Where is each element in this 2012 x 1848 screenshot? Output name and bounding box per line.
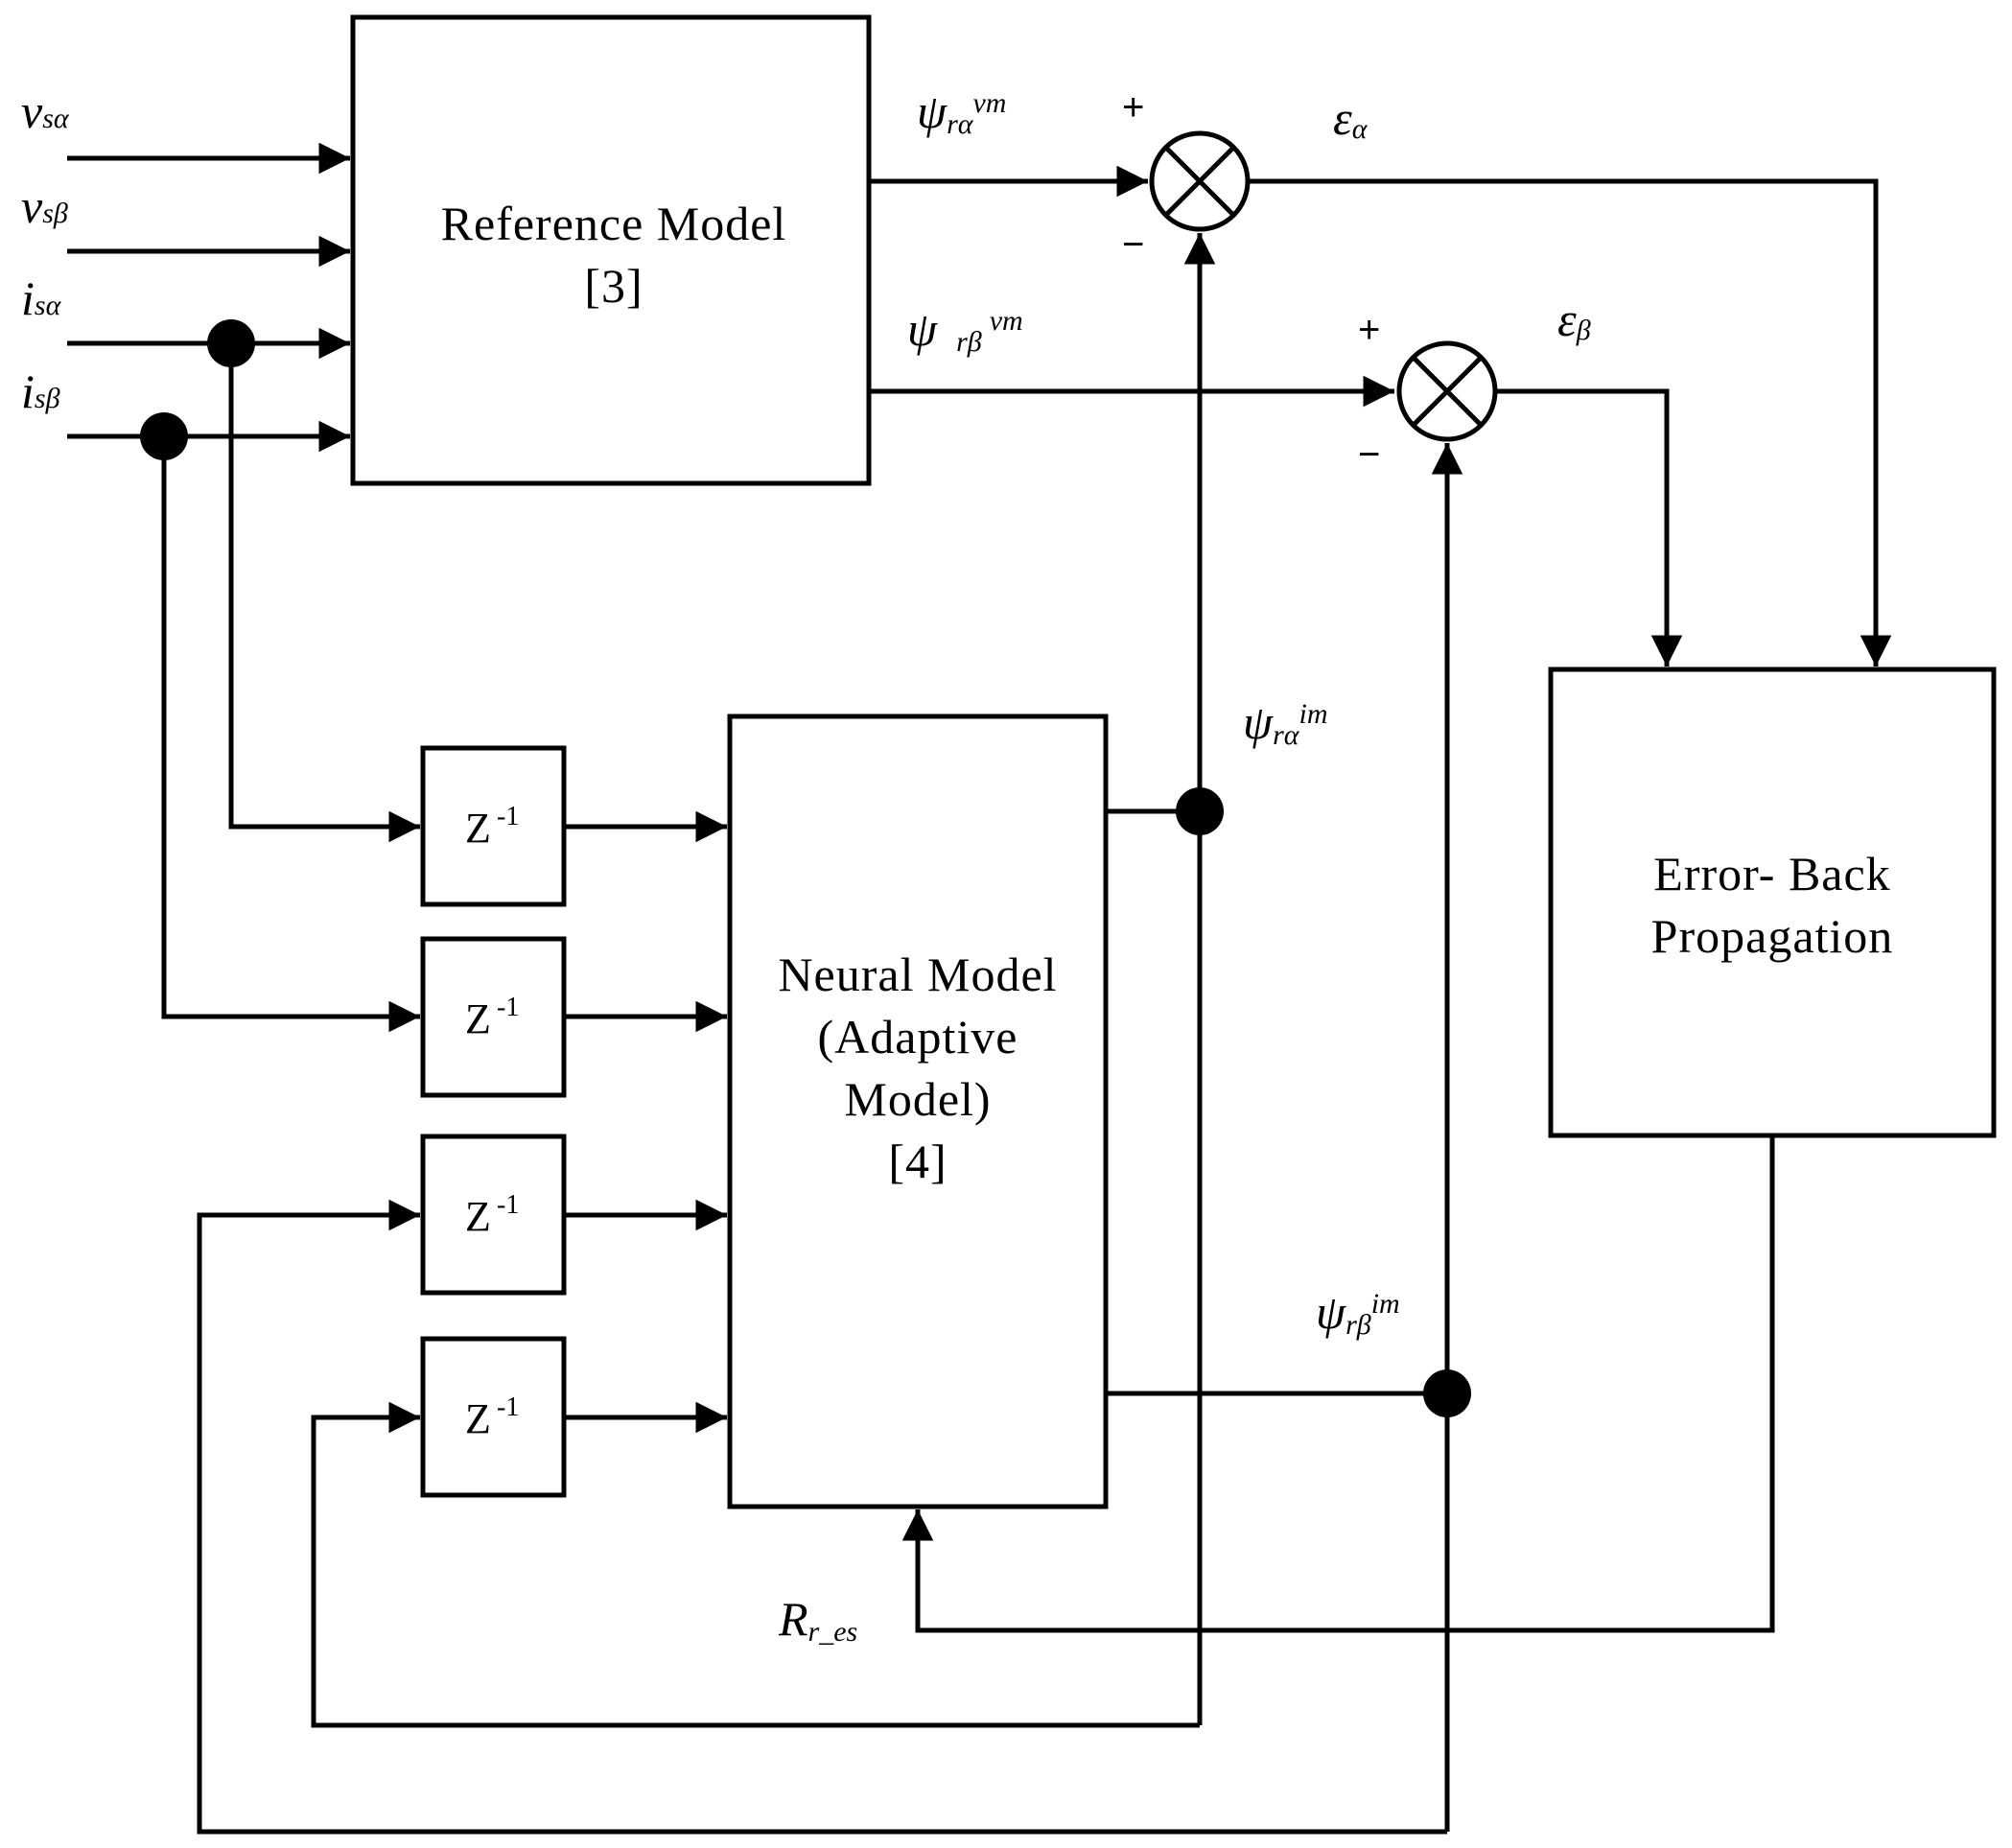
neural-model-ref: [4] [888, 1135, 947, 1188]
summing-junction-beta [1396, 340, 1498, 442]
neural-model-block [727, 713, 1109, 1509]
label-eps-alpha: εα [1333, 91, 1369, 145]
label-psi-r-alpha-im: ψrαim [1243, 695, 1327, 751]
ebp-line2: Propagation [1651, 909, 1894, 963]
junction-dot-psi-r-alpha-im [1176, 787, 1224, 835]
delay-3-base: Z [465, 1193, 491, 1240]
neural-model-line1: Neural Model [778, 947, 1057, 1001]
sum-alpha-minus: − [1122, 223, 1144, 266]
eps-beta-wire [1497, 388, 1683, 667]
label-r-r-es: Rr_es [778, 1592, 857, 1648]
error-back-propagation-block [1548, 667, 1997, 1138]
neural-model-line3: Model) [844, 1072, 991, 1126]
delay-block-2: Z -1 [420, 936, 567, 1098]
sum-alpha-plus: + [1122, 86, 1144, 129]
delay-1-exponent: -1 [497, 802, 519, 831]
eps-alpha-wire [1250, 178, 1892, 667]
label-eps-beta: εβ [1557, 292, 1591, 346]
summing-junction-alpha [1149, 130, 1251, 232]
delay-block-1: Z -1 [420, 745, 567, 907]
junction-dot-i-s-beta [140, 412, 188, 460]
junction-dot-i-s-alpha [207, 319, 255, 367]
delay-block-4: Z -1 [420, 1336, 567, 1498]
delay-3-exponent: -1 [497, 1190, 519, 1220]
label-i-s-alpha: isα [21, 271, 62, 325]
junction-dot-psi-r-beta-im [1423, 1369, 1471, 1417]
sum-beta-plus: + [1358, 309, 1380, 351]
feedback-psi-r-alpha-im-to-delay-4 [311, 1401, 1200, 1728]
branch-i-s-alpha-to-delay-1 [228, 343, 420, 843]
reference-model-ref: [3] [584, 259, 643, 313]
r-r-es-wire [901, 1135, 1775, 1633]
label-v-s-alpha: vsα [21, 84, 70, 138]
delay-1-base: Z [465, 805, 491, 852]
delay-4-exponent: -1 [497, 1392, 519, 1422]
label-i-s-beta: isβ [21, 364, 60, 418]
delay-2-base: Z [465, 995, 491, 1042]
label-v-s-beta: vsβ [21, 179, 68, 233]
sum-beta-minus: − [1358, 433, 1380, 476]
label-psi-r-alpha-vm: ψrαvm [917, 84, 1006, 140]
delay-4-base: Z [465, 1395, 491, 1442]
reference-model-title: Reference Model [441, 197, 787, 250]
label-psi-r-beta-im: ψrβim [1316, 1285, 1400, 1341]
neural-model-line2: (Adaptive [818, 1010, 1018, 1064]
delay-2-exponent: -1 [497, 993, 519, 1022]
delay-block-3: Z -1 [420, 1134, 567, 1296]
feedback-psi-r-beta-im-to-delay-3 [197, 1199, 1447, 1835]
branch-i-s-beta-to-delay-2 [161, 436, 420, 1033]
reference-model-block [350, 14, 872, 486]
ebp-line1: Error- Back [1653, 847, 1890, 901]
